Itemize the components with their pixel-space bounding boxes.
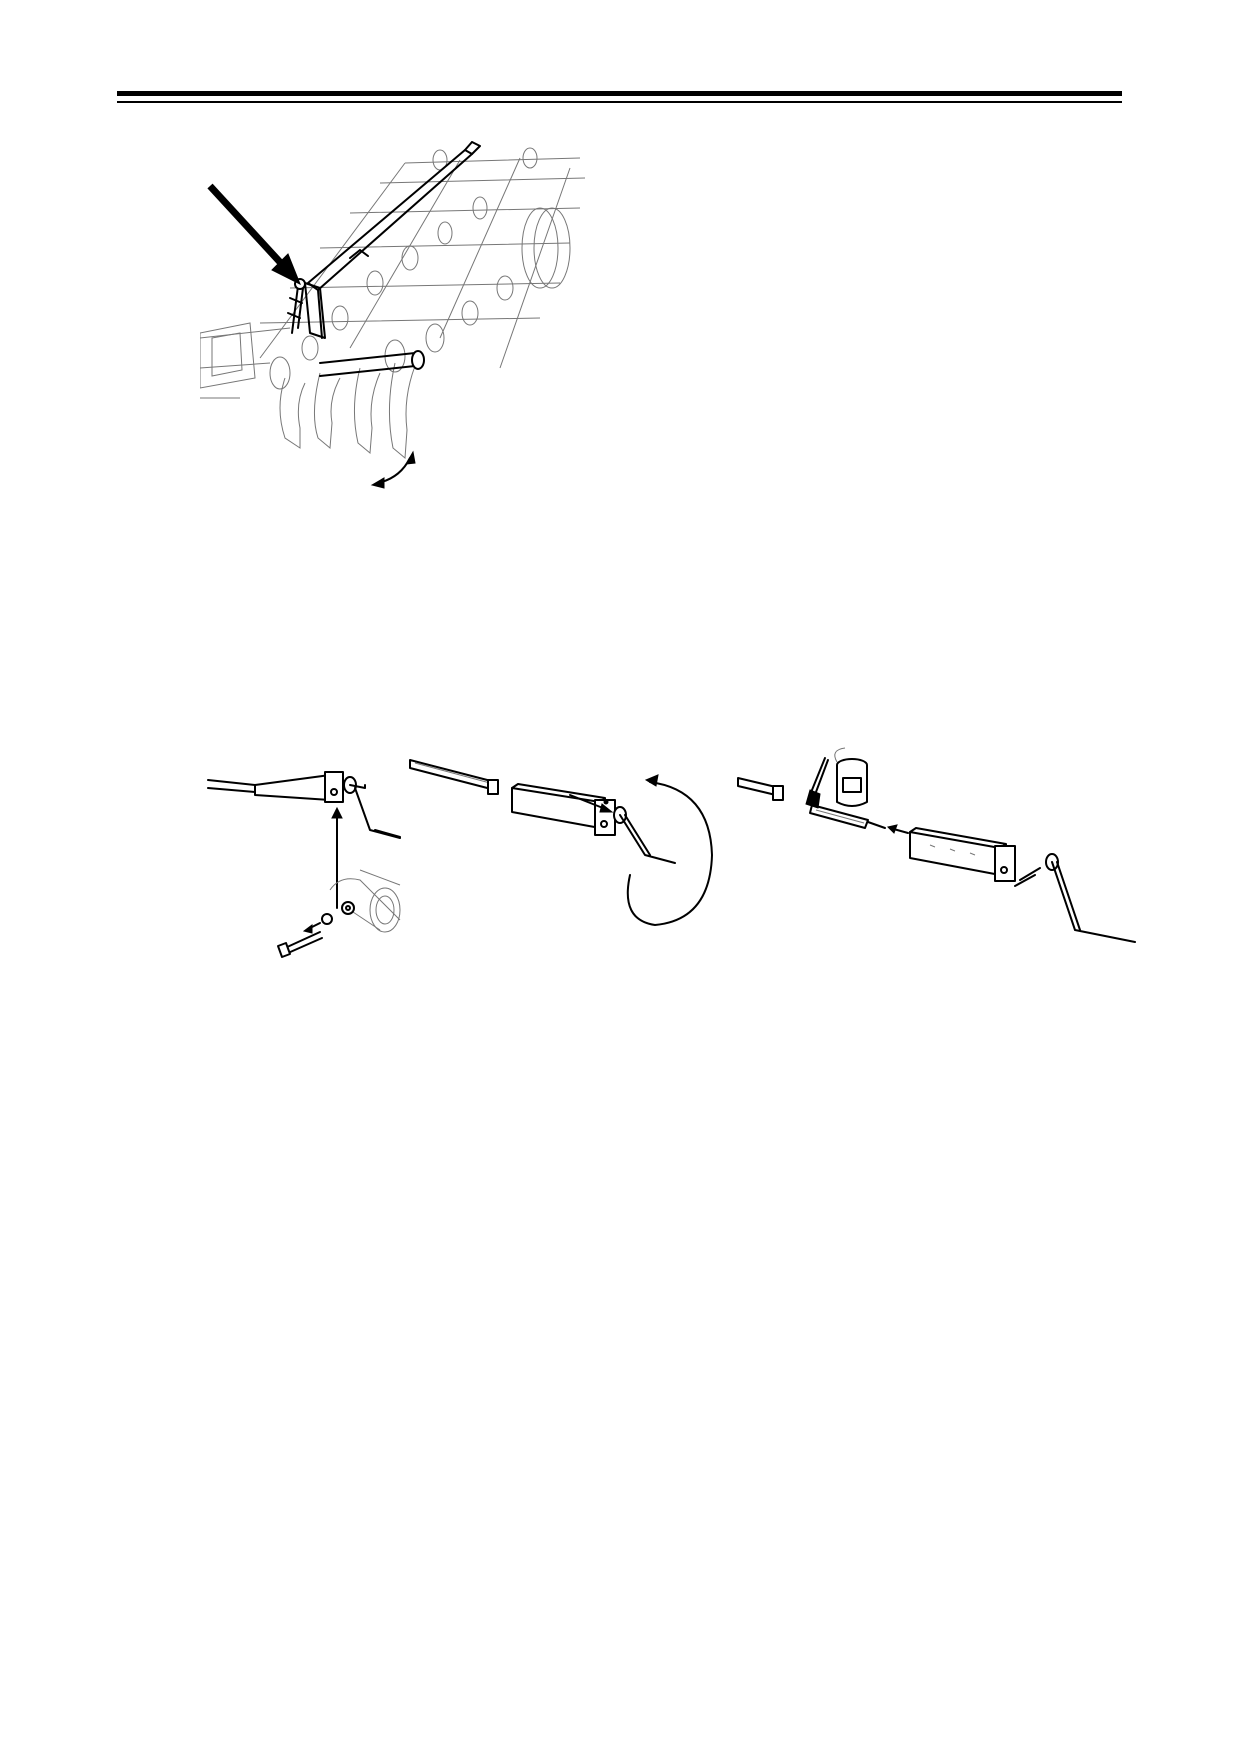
tine-shanks — [269, 147, 538, 460]
implement-frame — [200, 157, 586, 399]
paint-brush-icon — [805, 757, 829, 809]
rotate-arrow-icon — [370, 450, 416, 489]
implement-adjuster-illustration — [200, 138, 600, 508]
header-rule-thin — [117, 101, 1122, 103]
arrow-icon — [207, 183, 301, 286]
adjuster-tube — [307, 141, 481, 291]
nut-icon — [341, 901, 355, 915]
crank-assembly-steps-illustration — [200, 740, 1140, 1020]
panel-insert-tube — [409, 759, 713, 926]
header-rule-thick — [117, 91, 1122, 96]
panel-remove-bolt — [207, 771, 401, 958]
rotate-arrow-icon — [626, 774, 713, 926]
bolt-icon — [277, 931, 323, 958]
panel-lubricate-thread — [737, 747, 1136, 943]
cross-shaft — [319, 352, 416, 377]
paint-can-icon — [834, 747, 868, 807]
